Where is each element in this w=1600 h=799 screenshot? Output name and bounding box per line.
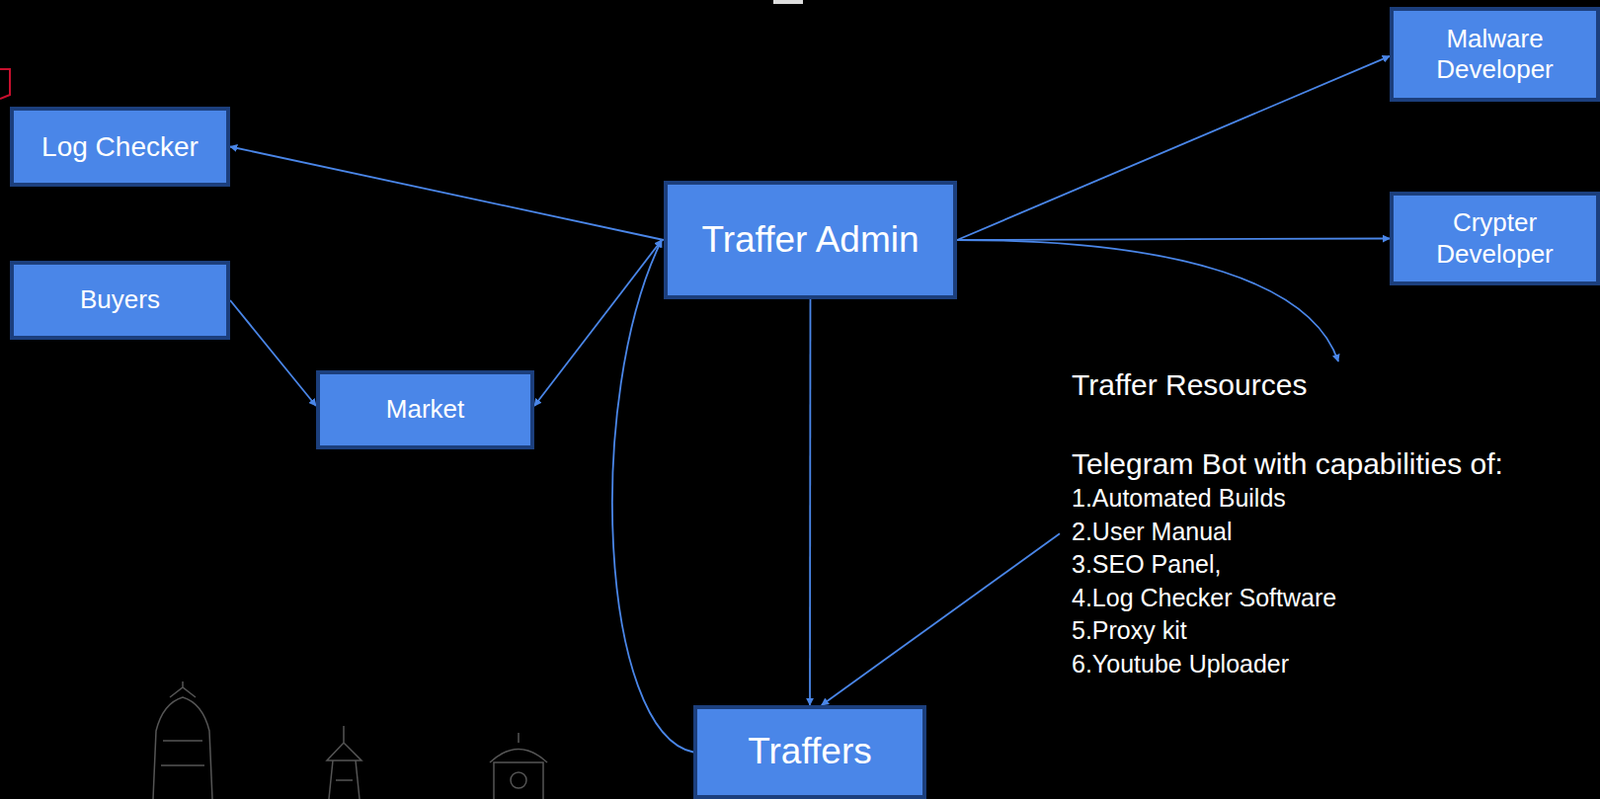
node-label: Traffer Admin: [701, 218, 919, 262]
node-label: Market: [386, 394, 465, 425]
node-label: Log Checker: [41, 130, 199, 164]
node-label: Traffers: [747, 729, 872, 774]
connector-arrow: [957, 240, 1339, 362]
connector-arrow: [957, 239, 1390, 241]
connector-arrow: [808, 299, 811, 706]
process-box: Traffer Admin: [663, 180, 958, 300]
list-item: 3.SEO Panel,: [1071, 548, 1540, 582]
process-box: Malware Developer: [1389, 6, 1600, 102]
connector-arrow: [230, 147, 664, 241]
process-box: Log Checker: [9, 106, 231, 187]
subheading: Telegram Bot with capabilities of:: [1071, 446, 1540, 482]
connector-arrow: [821, 533, 1060, 706]
connector-arrow: [612, 240, 694, 753]
connector-arrow: [230, 300, 317, 406]
list-item: 2.User Manual: [1071, 515, 1540, 550]
red-mark: [0, 69, 10, 99]
process-box: Crypter Developer: [1389, 191, 1600, 286]
list-item: 1.Automated Builds: [1071, 481, 1540, 516]
list-item: 6.Youtube Uploader: [1071, 647, 1540, 682]
process-box: Buyers: [9, 260, 231, 340]
connector-arrow: [957, 56, 1390, 240]
heading: Traffer Resources: [1071, 367, 1540, 403]
process-box: Traffers: [693, 705, 927, 799]
top-mark: [773, 0, 803, 4]
process-box: Market: [316, 370, 535, 450]
list-item: 4.Log Checker Software: [1071, 581, 1540, 616]
node-label: Buyers: [80, 284, 160, 316]
connector-arrow: [534, 240, 662, 406]
node-label: Crypter Developer: [1401, 207, 1589, 269]
landmark-sketches: [153, 681, 548, 799]
resource-list: Traffer ResourcesTelegram Bot with capab…: [1071, 367, 1540, 682]
node-label: Malware Developer: [1401, 23, 1589, 85]
list-item: 5.Proxy kit: [1071, 614, 1540, 648]
